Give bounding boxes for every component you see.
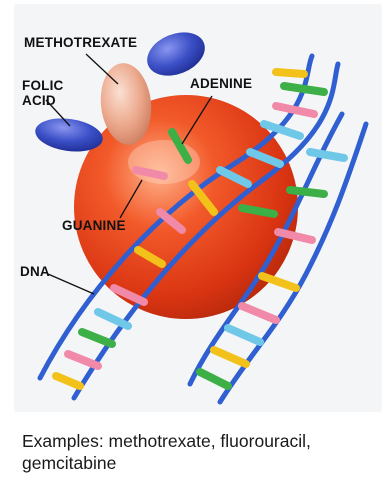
adenine-label: ADENINE <box>190 76 252 91</box>
folic-acid-label-line2: ACID <box>22 93 64 108</box>
illustration-svg <box>14 4 382 412</box>
caption-line2: gemcitabine <box>22 452 374 474</box>
guanine-label: GUANINE <box>62 218 126 233</box>
caption-line1: Examples: methotrexate, fluorouracil, <box>22 430 374 452</box>
dna-drug-illustration: METHOTREXATE FOLIC ACID ADENINE GUANINE … <box>14 4 382 412</box>
folic-acid-label-line1: FOLIC <box>22 78 64 93</box>
dna-label: DNA <box>20 264 50 279</box>
methotrexate-label: METHOTREXATE <box>24 35 137 50</box>
folic-acid-label: FOLIC ACID <box>22 78 64 108</box>
caption: Examples: methotrexate, fluorouracil, ge… <box>22 430 374 474</box>
blue-molecule-oval <box>141 24 212 84</box>
